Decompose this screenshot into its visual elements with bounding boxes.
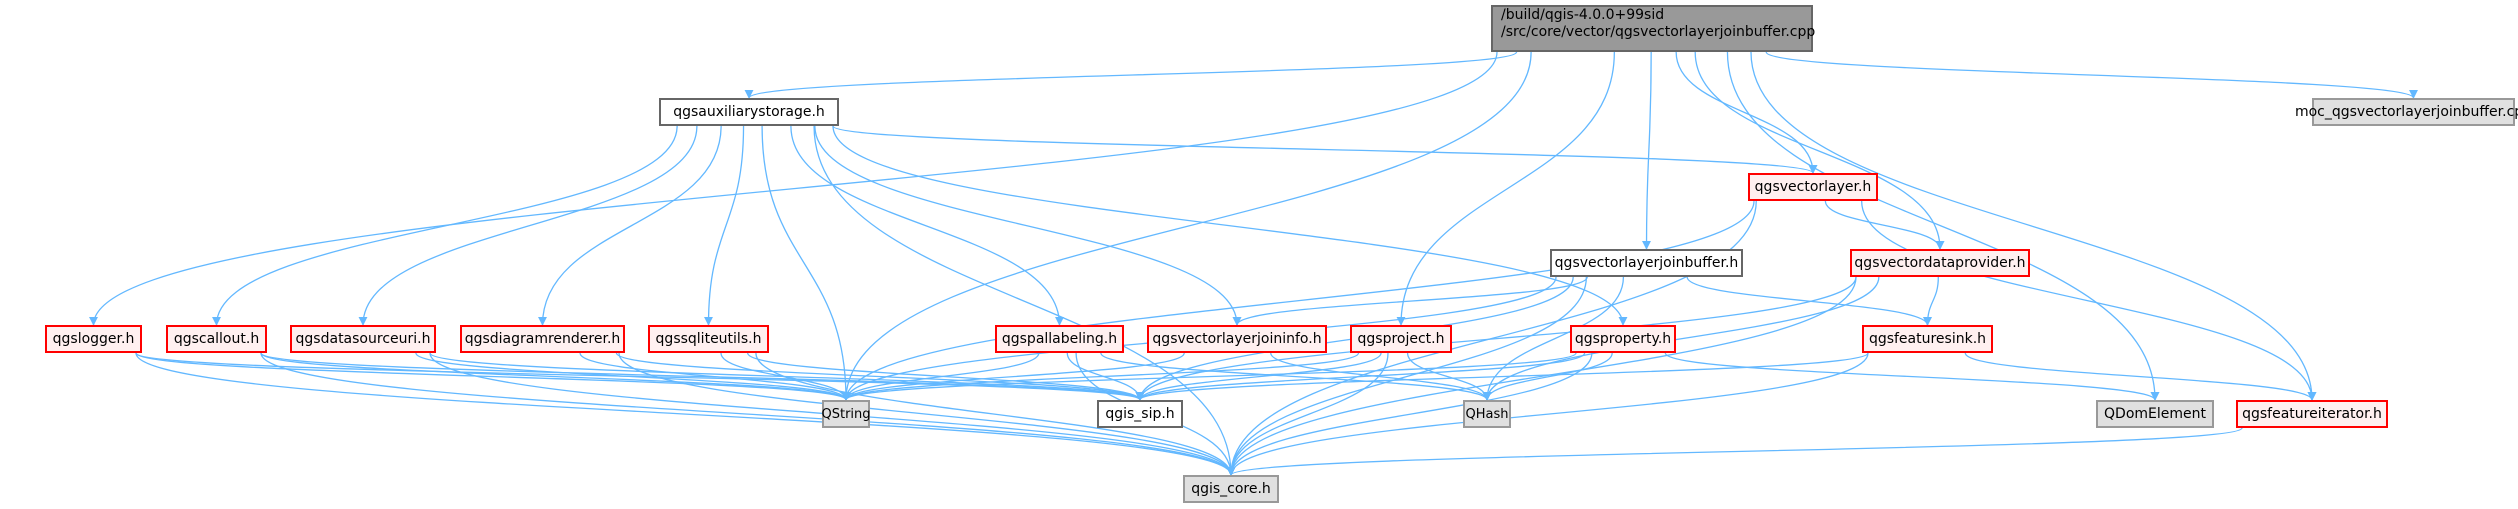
edge-vljb-to-qhash	[1482, 276, 1625, 401]
edge-vdp-to-core	[1226, 276, 1857, 476]
node-label: QString	[821, 406, 871, 422]
edge-aux-to-diag	[537, 125, 722, 326]
node-vectorlayerjoinbuffer-h[interactable]: qgsvectorlayerjoinbuffer.h	[1550, 249, 1743, 277]
node-label: qgsfeatureiterator.h	[2242, 405, 2382, 422]
node-qhash[interactable]: QHash	[1463, 400, 1511, 428]
node-label: qgsdatasourceuri.h	[295, 330, 431, 347]
edge-main-to-aux	[744, 51, 1518, 99]
node-vectorlayerjoininfo[interactable]: qgsvectorlayerjoininfo.h	[1147, 325, 1327, 353]
edge-vljb-to-core	[1226, 276, 1588, 476]
edge-aux-to-callout	[211, 125, 678, 326]
node-moc-file[interactable]: moc_qgsvectorlayerjoinbuffer.cpp	[2295, 98, 2518, 126]
edge-project-to-core	[1226, 352, 1389, 476]
edge-main-to-vdp	[1694, 51, 1945, 250]
node-label: qgsvectordataprovider.h	[1854, 254, 2026, 271]
node-label: qgsvectorlayer.h	[1754, 178, 1872, 195]
edge-aux-to-property	[832, 125, 1628, 326]
edge-main-to-qdom	[1726, 51, 2160, 401]
node-property[interactable]: qgsproperty.h	[1570, 325, 1676, 353]
edge-main-to-project	[1396, 51, 1615, 326]
node-label: moc_qgsvectorlayerjoinbuffer.cpp	[2294, 103, 2518, 120]
main-path-line1: /build/qgis-4.0.0+99sid	[1501, 7, 1665, 23]
edge-fsink-to-sip	[1135, 352, 1869, 401]
edge-property-to-sip	[1135, 352, 1586, 401]
edge-diag-to-sip	[615, 352, 1145, 401]
edge-callout-to-qstring	[260, 352, 851, 401]
edge-logger-to-qstring	[135, 352, 851, 401]
edge-vlayer-to-vdp	[1824, 200, 1945, 250]
node-label: qgsdiagramrenderer.h	[464, 330, 621, 347]
edge-aux-to-dsuri	[358, 125, 698, 326]
edge-main-to-moc	[1765, 51, 2418, 99]
edge-pal-to-qstring	[841, 352, 1040, 401]
edge-fsink-to-core	[1226, 352, 1869, 476]
edge-property-to-qhash	[1482, 352, 1613, 401]
edge-diag-to-core	[618, 352, 1236, 476]
edge-callout-to-sip	[260, 352, 1145, 401]
edge-vlayer-to-fiter	[1861, 200, 2317, 401]
edge-project-to-sip	[1135, 352, 1382, 401]
edge-diag-to-qstring	[579, 352, 851, 401]
edge-aux-to-vlayer	[832, 125, 1818, 174]
edge-main-to-fiter	[1750, 51, 2317, 401]
node-label: qgspallabeling.h	[1001, 330, 1118, 347]
node-qgis-core[interactable]: qgis_core.h	[1183, 475, 1279, 503]
edge-property-to-qstring	[841, 352, 1577, 401]
node-qstring[interactable]: QString	[821, 400, 871, 428]
edge-vdp-to-fsink	[1922, 276, 1939, 326]
node-qgis-sip[interactable]: qgis_sip.h	[1097, 400, 1183, 428]
node-label: qgsproperty.h	[1574, 330, 1672, 347]
node-callout[interactable]: qgscallout.h	[166, 325, 267, 353]
edge-aux-to-core	[813, 125, 1236, 476]
edge-fiter-to-core	[1226, 427, 2243, 476]
edge-property-to-qdom	[1664, 352, 2160, 401]
node-label: qgslogger.h	[52, 330, 135, 347]
node-label: qgscallout.h	[173, 330, 260, 347]
edge-sqlite-to-core	[755, 352, 1236, 476]
edge-aux-to-vlji	[814, 125, 1242, 326]
edge-aux-to-pal	[790, 125, 1065, 326]
edge-pal-to-qhash	[1100, 352, 1492, 401]
edge-aux-to-sqlite	[703, 125, 745, 326]
node-datasourceuri[interactable]: qgsdatasourceuri.h	[290, 325, 436, 353]
edge-main-to-vlayer	[1675, 51, 1818, 174]
edge-property-to-core	[1226, 352, 1593, 476]
node-label: QDomElement	[2104, 405, 2206, 422]
node-qdomelement[interactable]: QDomElement	[2096, 400, 2214, 428]
edge-callout-to-core	[260, 352, 1236, 476]
edge-fsink-to-fiter	[1964, 352, 2317, 401]
node-label: qgsvectorlayerjoininfo.h	[1152, 330, 1322, 347]
edge-main-to-qstring	[841, 51, 1532, 401]
main-path-line2: /src/core/vector/qgsvectorlayerjoinbuffe…	[1501, 24, 1816, 40]
edge-vdp-to-qhash	[1482, 276, 1880, 401]
node-label: qgsvectorlayerjoinbuffer.h	[1554, 254, 1739, 271]
edge-vljb-to-fsink	[1686, 276, 1932, 326]
node-featuresink[interactable]: qgsfeaturesink.h	[1862, 325, 1993, 353]
node-label: qgis_core.h	[1191, 480, 1271, 497]
node-label: QHash	[1465, 406, 1509, 422]
node-pallabeling[interactable]: qgspallabeling.h	[995, 325, 1124, 353]
node-label: qgsauxiliarystorage.h	[673, 103, 825, 120]
node-logger[interactable]: qgslogger.h	[45, 325, 142, 353]
node-label: qgsfeaturesink.h	[1868, 330, 1987, 347]
edge-main-to-vljb	[1641, 51, 1652, 250]
edge-project-to-qstring	[841, 352, 1360, 401]
node-label: qgis_sip.h	[1105, 405, 1175, 422]
edge-main-to-logger	[89, 51, 1498, 326]
node-sqliteutils[interactable]: qgssqliteutils.h	[648, 325, 769, 353]
node-main-file[interactable]: /build/qgis-4.0.0+99sid /src/core/vector…	[1491, 5, 1816, 52]
node-vectorlayer[interactable]: qgsvectorlayer.h	[1748, 173, 1878, 201]
edge-vlji-to-qstring	[841, 352, 1185, 401]
node-vectordataprovider[interactable]: qgsvectordataprovider.h	[1850, 249, 2030, 277]
node-project[interactable]: qgsproject.h	[1350, 325, 1452, 353]
edge-dsuri-to-qstring	[415, 352, 851, 401]
edge-vlayer-to-qstring	[841, 200, 1755, 401]
node-auxiliarystorage[interactable]: qgsauxiliarystorage.h	[659, 98, 839, 126]
edge-aux-to-qstring	[761, 125, 851, 401]
edge-logger-to-core	[135, 352, 1236, 476]
node-label: qgssqliteutils.h	[655, 330, 762, 347]
node-label: qgsproject.h	[1357, 330, 1445, 347]
node-featureiterator[interactable]: qgsfeatureiterator.h	[2236, 400, 2388, 428]
node-diagramrenderer[interactable]: qgsdiagramrenderer.h	[460, 325, 625, 353]
